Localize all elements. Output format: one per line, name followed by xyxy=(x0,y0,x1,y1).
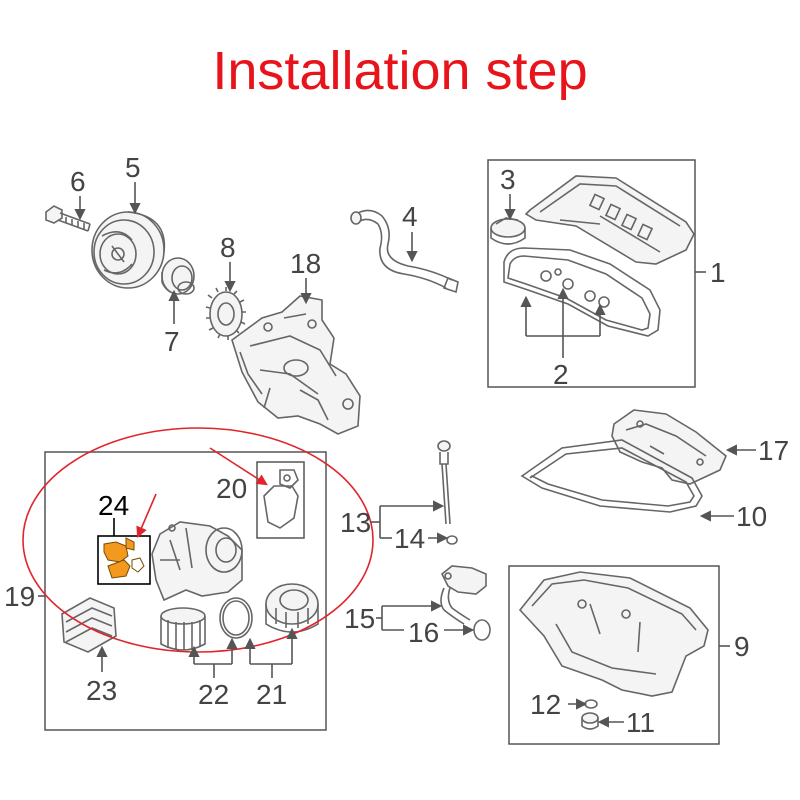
callout-19: 19 xyxy=(4,581,35,612)
part-valve-cover xyxy=(524,175,695,265)
callout-22: 22 xyxy=(198,679,229,710)
part-oil-pan-gasket xyxy=(520,439,703,513)
callout-10: 10 xyxy=(736,501,767,532)
page-title: Installation step xyxy=(212,41,588,101)
part-dipstick xyxy=(437,440,451,525)
callout-1: 1 xyxy=(710,257,726,288)
part-dipstick-oring xyxy=(446,535,458,545)
callout-6: 6 xyxy=(70,166,86,197)
part-crankshaft-pulley xyxy=(91,211,166,289)
callout-5: 5 xyxy=(125,152,141,183)
part-oil-filter-cap xyxy=(265,583,319,633)
part-oil-filter-cartridge xyxy=(160,607,206,651)
callout-15: 15 xyxy=(344,603,375,634)
callout-3: 3 xyxy=(500,164,516,195)
callout-21: 21 xyxy=(256,679,287,710)
callout-8: 8 xyxy=(220,232,236,263)
part-breather-hose xyxy=(350,209,459,294)
callout-20: 20 xyxy=(216,473,247,504)
part-drain-plug xyxy=(581,712,599,730)
callout-17: 17 xyxy=(758,435,789,466)
part-hub-seal xyxy=(161,257,195,295)
callout-14: 14 xyxy=(394,523,425,554)
highlight-arrow-to-gasket xyxy=(209,447,268,486)
callout-7: 7 xyxy=(164,326,180,357)
callout-9: 9 xyxy=(734,631,750,662)
part-bolt xyxy=(45,205,91,232)
callout-13: 13 xyxy=(340,507,371,538)
callout-4: 4 xyxy=(402,201,418,232)
part-housing-gasket-set xyxy=(256,461,305,539)
part-oil-pan xyxy=(518,571,709,697)
part-timing-cover xyxy=(231,295,361,435)
part-oil-filler-cap xyxy=(490,217,526,245)
part-oil-filter-housing xyxy=(151,521,243,602)
callout-12: 12 xyxy=(530,689,561,720)
part-filter-oring xyxy=(219,597,253,639)
callout-23: 23 xyxy=(86,675,117,706)
callout-16: 16 xyxy=(408,617,439,648)
part-sprocket xyxy=(205,287,246,340)
part-housing-seals-highlighted xyxy=(97,535,151,585)
callout-11: 11 xyxy=(626,707,655,738)
leader-lines xyxy=(38,182,756,728)
callout-24: 24 xyxy=(98,490,129,521)
part-drain-washer xyxy=(584,699,598,709)
part-pickup-oring xyxy=(473,619,491,641)
oil-filter-housing-group-box xyxy=(44,451,327,731)
callout-2: 2 xyxy=(553,359,569,390)
highlight-arrow-to-seals xyxy=(136,493,157,539)
callout-18: 18 xyxy=(290,248,321,279)
oil-pan-group-box xyxy=(508,565,720,745)
part-oil-pickup xyxy=(440,565,487,625)
part-oil-cooler xyxy=(61,597,117,653)
valve-cover-group-box xyxy=(487,159,696,388)
part-heat-shield xyxy=(611,409,727,485)
